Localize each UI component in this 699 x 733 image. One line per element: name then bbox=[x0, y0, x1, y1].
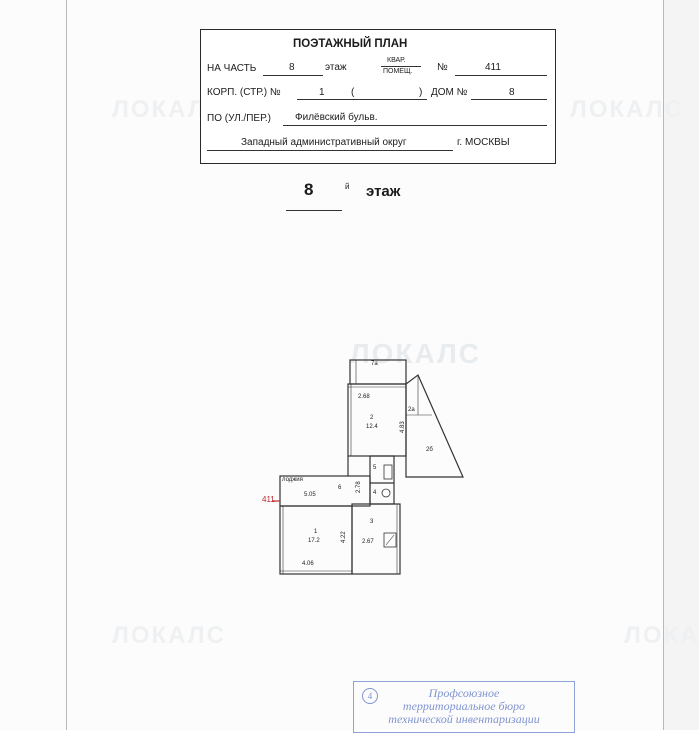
house-label: ДОМ № bbox=[431, 87, 468, 98]
apt-label-bottom: ПОМЕЩ. bbox=[383, 68, 413, 75]
floor-label: этаж bbox=[325, 62, 347, 73]
room-2-outline bbox=[347, 383, 407, 457]
part-label: НА ЧАСТЬ bbox=[207, 63, 257, 74]
korp-label: КОРП. (СТР.) № bbox=[207, 87, 281, 98]
korp-value: 1 bbox=[319, 87, 325, 98]
watermark: ЛОКАЛС bbox=[624, 622, 699, 649]
room-5-label: 5 bbox=[373, 465, 377, 471]
corridor-number: 6 bbox=[338, 485, 342, 491]
floor-word: этаж bbox=[366, 183, 401, 200]
apt-label-top: КВАР. bbox=[387, 57, 406, 64]
district-underline bbox=[207, 150, 453, 151]
dim-406: 4.06 bbox=[302, 561, 314, 567]
korp-paren-open: ( bbox=[351, 87, 355, 98]
dim-268: 2.68 bbox=[358, 394, 370, 400]
floor-number: 8 bbox=[304, 180, 314, 199]
room-3-outline bbox=[351, 503, 401, 575]
room-3-number: 3 bbox=[370, 519, 374, 525]
watermark: ЛОКАЛС bbox=[112, 622, 226, 649]
room-7a-outline bbox=[349, 359, 407, 385]
bti-stamp-line1: Профсоюзное bbox=[428, 686, 500, 700]
part-underline bbox=[263, 75, 323, 76]
page-edge-right bbox=[663, 0, 664, 730]
room-2-area: 12.4 bbox=[366, 424, 378, 430]
street-label: ПО (УЛ./ПЕР.) bbox=[207, 113, 271, 124]
room-7a-label: 7а bbox=[371, 361, 378, 367]
header-stamp: ПОЭТАЖНЫЙ ПЛАН НА ЧАСТЬ 8 этаж КВАР. ПОМ… bbox=[200, 29, 556, 164]
watermark: ЛОКАЛС bbox=[570, 96, 684, 123]
floor-suffix: й bbox=[345, 182, 350, 191]
dim-483: 4.83 bbox=[400, 421, 406, 433]
apartment-floor-plan: 411 7а 2.68 2 12.4 4.83 2а 2б 5 4 лоджия… bbox=[258, 355, 478, 585]
balcony-2a-label: 2а bbox=[408, 407, 415, 413]
no-label: № bbox=[437, 62, 448, 73]
house-value: 8 bbox=[509, 87, 515, 98]
dim-278: 2.78 bbox=[356, 481, 362, 493]
dim-505: 5.05 bbox=[304, 492, 316, 498]
dim-267: 2.67 bbox=[362, 539, 374, 545]
lobby-label: лоджия bbox=[282, 477, 303, 483]
house-underline bbox=[471, 99, 547, 100]
apartment-underline bbox=[455, 75, 547, 76]
bti-stamp: 4 Профсоюзное территориальное бюро техни… bbox=[353, 681, 575, 733]
korp-paren-close: ) bbox=[419, 87, 423, 98]
korp-underline bbox=[297, 99, 427, 100]
city-value: г. МОСКВЫ bbox=[457, 137, 510, 148]
room-2-number: 2 bbox=[370, 415, 374, 421]
bti-stamp-line2: территориальное бюро bbox=[402, 699, 526, 713]
balcony-outline bbox=[405, 374, 464, 478]
dim-422: 4.22 bbox=[341, 531, 347, 543]
district-value: Западный административный округ bbox=[241, 137, 407, 148]
balcony-2b-label: 2б bbox=[426, 447, 433, 453]
part-value: 8 bbox=[289, 62, 295, 73]
room-1-number: 1 bbox=[314, 529, 318, 535]
bti-stamp-line3: технической инвентаризации bbox=[388, 712, 540, 726]
street-underline bbox=[283, 125, 547, 126]
apartment-value: 411 bbox=[485, 62, 501, 73]
room-1-area: 17.2 bbox=[308, 538, 320, 544]
room-4-label: 4 bbox=[373, 490, 377, 496]
bti-stamp-number: 4 bbox=[362, 688, 378, 704]
scan-border bbox=[664, 0, 699, 730]
plan-drawing bbox=[272, 359, 464, 575]
apt-label-divider bbox=[381, 66, 421, 67]
watermark: ЛОКАЛС bbox=[350, 338, 481, 369]
floor-underline bbox=[286, 210, 342, 211]
page-edge-left bbox=[66, 0, 67, 730]
apartment-number-label: 411 bbox=[262, 495, 275, 504]
document-title: ПОЭТАЖНЫЙ ПЛАН bbox=[293, 38, 408, 50]
street-value: Филёвский бульв. bbox=[295, 112, 378, 123]
